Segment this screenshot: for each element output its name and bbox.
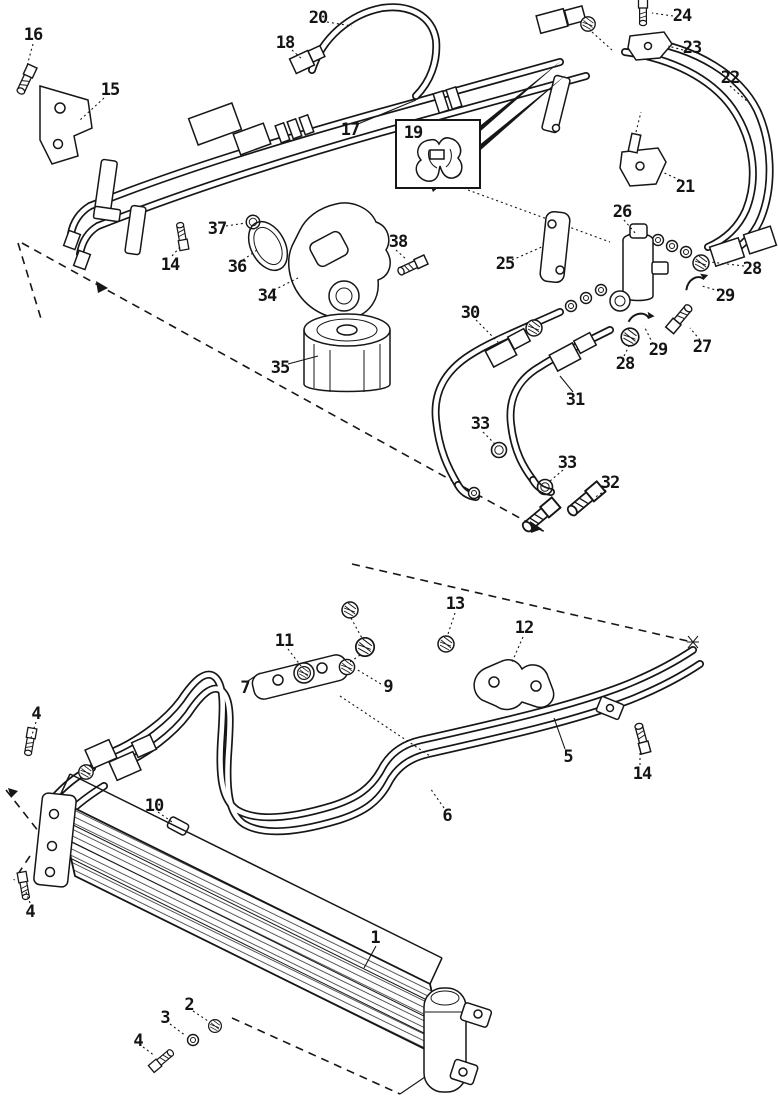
hoses-30-31 <box>436 312 610 501</box>
tubes-5-6 <box>52 650 700 836</box>
tubes-21-22 <box>619 0 778 272</box>
hose-clamp-straps <box>92 74 571 256</box>
cooler-core-1 <box>16 726 493 1093</box>
oil-filter-35 <box>303 313 391 393</box>
bracket-25 <box>539 210 571 284</box>
filter-adapter-34 <box>174 202 429 320</box>
manifold-fitting-26 <box>564 223 712 347</box>
bracket-7-hardware <box>251 601 455 757</box>
orings-33-bolts-32 <box>467 441 607 536</box>
upper-connector <box>535 4 613 51</box>
fasteners-2-3-4 <box>147 1018 222 1074</box>
bracket-15-bolt-16 <box>14 63 93 165</box>
loop-hose-20 <box>288 7 437 96</box>
clamp-bracket-12 <box>473 659 555 711</box>
hose-assembly-17 <box>62 62 586 271</box>
inset-box-clip-19 <box>395 119 481 189</box>
callout-leaders <box>25 12 749 1057</box>
